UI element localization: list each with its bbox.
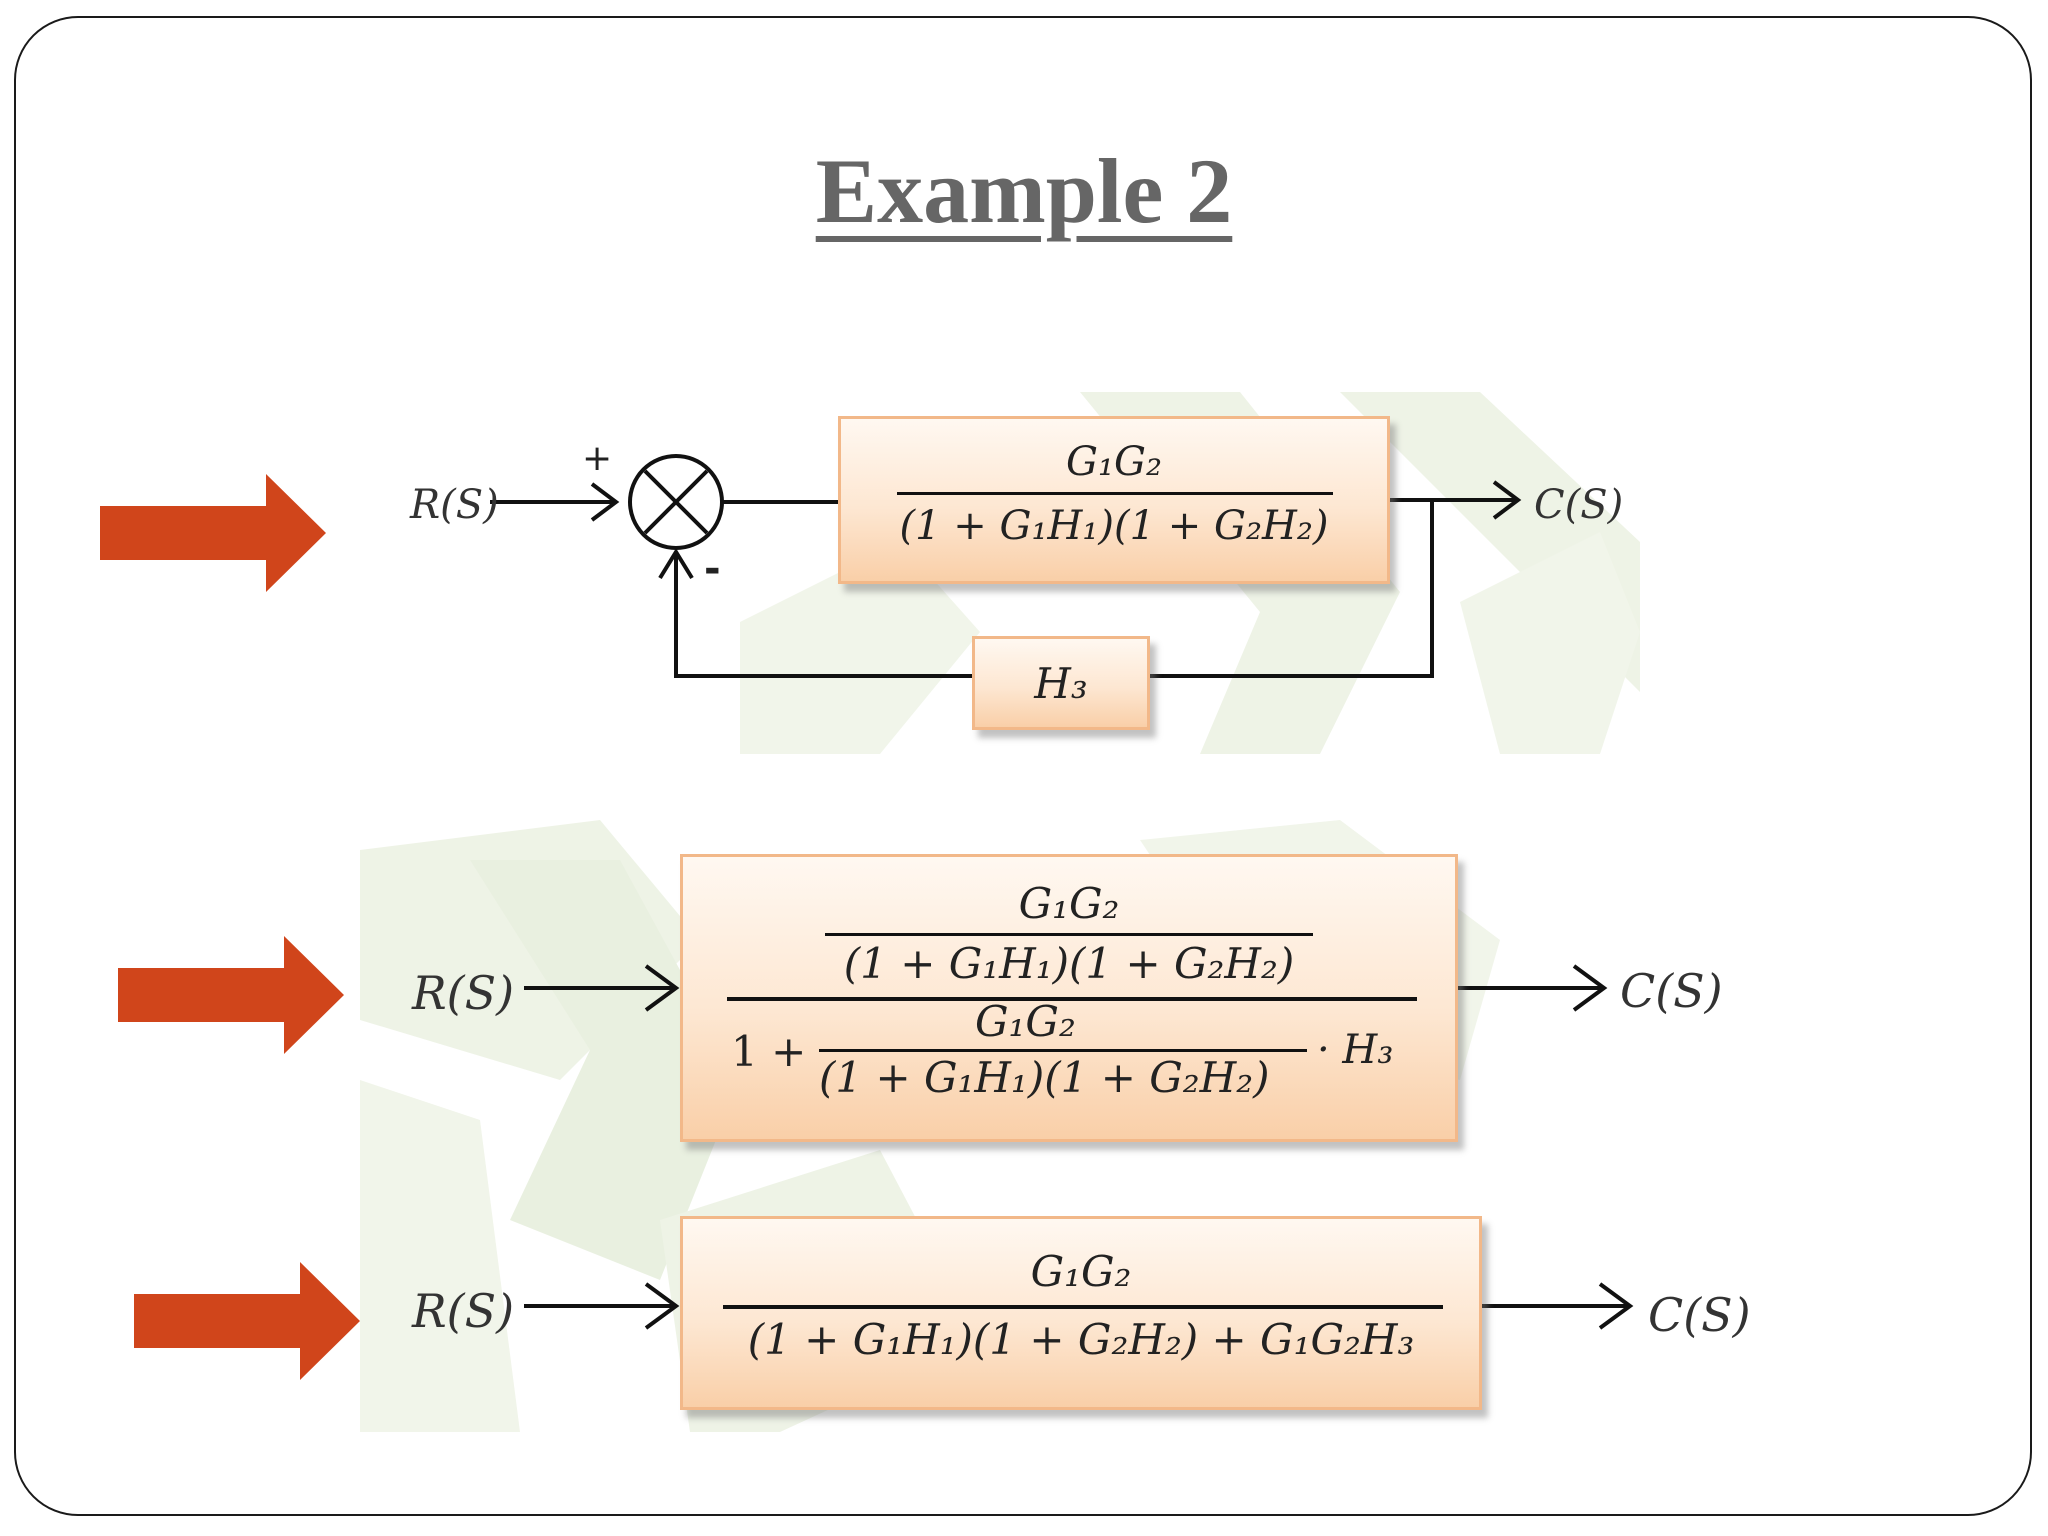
diagram2-output-label: C(S) bbox=[1620, 964, 1723, 1018]
forward-block: G₁G₂ (1 + G₁H₁)(1 + G₂H₂) bbox=[838, 416, 1390, 584]
slide-title: Example 2 bbox=[815, 140, 1233, 242]
simplified-block: G₁G₂ (1 + G₁H₁)(1 + G₂H₂) + G₁G₂H₃ bbox=[680, 1216, 1482, 1410]
inner-denominator-top: (1 + G₁H₁)(1 + G₂H₂) bbox=[843, 939, 1295, 988]
denominator-suffix: · H₃ bbox=[1317, 1027, 1394, 1073]
forward-numerator: G₁G₂ bbox=[1066, 439, 1162, 485]
diagram3-output-label: C(S) bbox=[1648, 1288, 1751, 1342]
simplified-denominator: (1 + G₁H₁)(1 + G₂H₂) + G₁G₂H₃ bbox=[747, 1315, 1415, 1364]
fraction-bar bbox=[825, 933, 1313, 936]
diagram3-input-label: R(S) bbox=[412, 1284, 515, 1338]
simplified-numerator: G₁G₂ bbox=[1030, 1247, 1132, 1296]
right-arrow-icon bbox=[100, 474, 326, 592]
closed-loop-block: G₁G₂ (1 + G₁H₁)(1 + G₂H₂) 1 + G₁G₂ (1 + … bbox=[680, 854, 1458, 1142]
inner-numerator-top: G₁G₂ bbox=[1018, 879, 1120, 928]
fraction-bar bbox=[819, 1049, 1307, 1052]
inner-denominator-bottom: (1 + G₁H₁)(1 + G₂H₂) bbox=[819, 1053, 1270, 1102]
fraction-bar bbox=[897, 492, 1333, 495]
main-fraction-bar bbox=[727, 997, 1417, 1001]
fraction-bar bbox=[723, 1305, 1443, 1309]
right-arrow-icon bbox=[134, 1262, 360, 1380]
diagram1-output-label: C(S) bbox=[1534, 482, 1624, 528]
right-arrow-icon bbox=[118, 936, 344, 1054]
diagram1-input-label: R(S) bbox=[410, 482, 499, 528]
feedback-label: H₃ bbox=[1034, 659, 1088, 708]
diagram2-input-label: R(S) bbox=[412, 966, 515, 1020]
feedback-block: H₃ bbox=[972, 636, 1150, 730]
denominator-prefix: 1 + bbox=[731, 1027, 807, 1076]
plus-sign: + bbox=[582, 438, 613, 479]
minus-sign: - bbox=[704, 546, 721, 592]
inner-numerator-bottom: G₁G₂ bbox=[975, 997, 1076, 1046]
forward-denominator: (1 + G₁H₁)(1 + G₂H₂) bbox=[899, 503, 1329, 549]
